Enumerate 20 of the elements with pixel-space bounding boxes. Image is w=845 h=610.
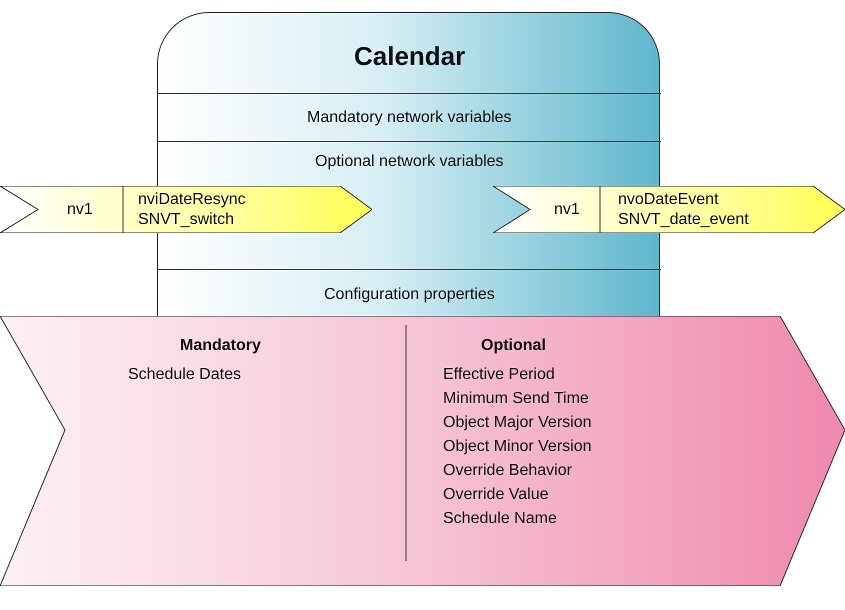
section-heading: Configuration properties [324, 285, 495, 304]
nv-index: nv1 [67, 200, 93, 219]
nv-type: SNVT_switch [138, 210, 234, 229]
nv-index: nv1 [554, 200, 580, 219]
property-name: Minimum Send Time [443, 389, 589, 408]
property-name: Override Value [443, 485, 549, 504]
property-name: Schedule Name [443, 509, 557, 528]
property-name: Object Minor Version [443, 437, 592, 456]
nv-type: SNVT_date_event [618, 210, 749, 229]
section-heading: Mandatory network variables [307, 108, 512, 127]
nv-name: nviDateResync [138, 190, 246, 209]
property-name: Effective Period [443, 365, 555, 384]
block-title: Calendar [354, 41, 466, 71]
property-name: Object Major Version [443, 413, 592, 432]
property-name: Schedule Dates [128, 365, 241, 384]
column-heading: Mandatory [180, 336, 261, 355]
column-heading: Optional [481, 336, 546, 355]
section-heading: Optional network variables [315, 152, 504, 171]
property-name: Override Behavior [443, 461, 572, 480]
nv-name: nvoDateEvent [618, 190, 719, 209]
